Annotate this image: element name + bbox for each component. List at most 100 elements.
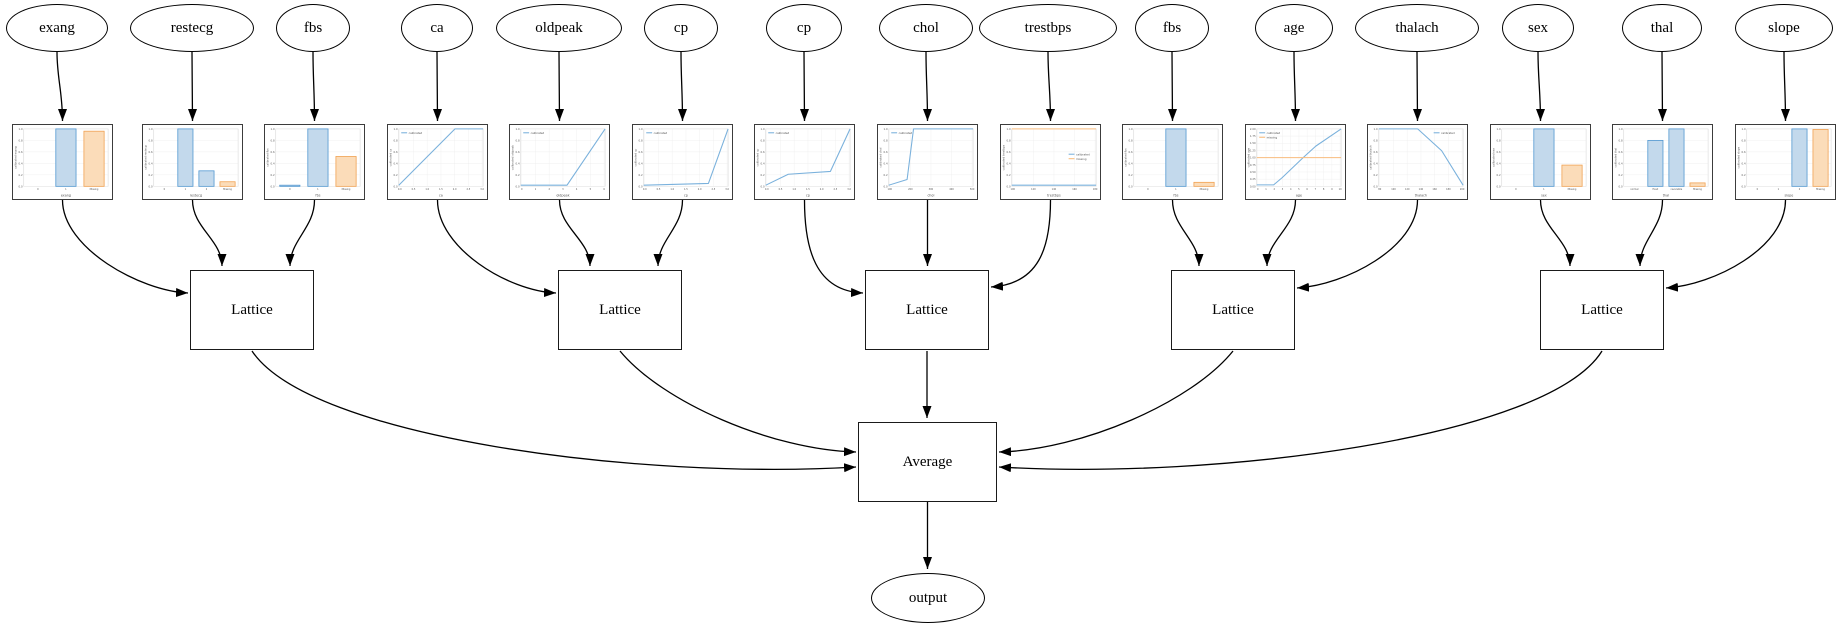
svg-text:0.2: 0.2 (761, 173, 765, 177)
feature-label: slope (1768, 19, 1800, 36)
svg-text:0.6: 0.6 (884, 150, 888, 154)
svg-text:calibrated: calibrated (899, 131, 913, 135)
svg-text:0.4: 0.4 (1497, 161, 1501, 165)
svg-text:missing: missing (1076, 157, 1087, 161)
lattice-node-1: Lattice (190, 270, 314, 350)
svg-text:calibrated exang: calibrated exang (13, 146, 17, 169)
feature-label: thal (1650, 19, 1674, 36)
svg-text:calibrated: calibrated (776, 131, 790, 135)
svg-text:calibrated trestbps: calibrated trestbps (1001, 144, 1005, 170)
svg-text:1: 1 (535, 188, 537, 191)
svg-text:10: 10 (1339, 188, 1342, 191)
feature-label: thalach (1395, 19, 1439, 36)
svg-text:0.0: 0.0 (761, 184, 765, 188)
svg-text:0.8: 0.8 (761, 138, 765, 142)
feature-node-cp-6: cp (766, 4, 842, 52)
svg-text:thalach: thalach (1415, 194, 1427, 198)
svg-text:0.8: 0.8 (19, 138, 23, 142)
svg-text:0.0: 0.0 (1497, 184, 1501, 188)
svg-text:200: 200 (1460, 188, 1465, 191)
svg-text:0.8: 0.8 (1619, 138, 1623, 142)
svg-text:0.0: 0.0 (1129, 184, 1133, 188)
svg-text:calibrated: calibrated (409, 131, 423, 135)
svg-text:2: 2 (1273, 188, 1275, 191)
svg-text:1.0: 1.0 (1619, 127, 1623, 131)
svg-text:calibrated fbs: calibrated fbs (1123, 148, 1127, 167)
svg-text:calibrated ca: calibrated ca (388, 148, 392, 166)
svg-text:calibrated thal: calibrated thal (1613, 148, 1617, 168)
svg-text:1.0: 1.0 (1007, 127, 1011, 131)
svg-text:calibrated oldpeak: calibrated oldpeak (510, 145, 514, 171)
svg-text:0.25: 0.25 (1250, 177, 1256, 181)
svg-text:0.2: 0.2 (19, 173, 23, 177)
svg-text:calibrated chol: calibrated chol (878, 147, 882, 167)
svg-text:Missing: Missing (1693, 188, 1702, 191)
svg-text:calibrated cp: calibrated cp (633, 149, 637, 167)
svg-text:calibrated cp: calibrated cp (755, 149, 759, 167)
svg-text:160: 160 (1432, 188, 1437, 191)
svg-text:calibrated: calibrated (531, 131, 545, 135)
svg-text:160: 160 (1072, 188, 1077, 191)
svg-text:1.5: 1.5 (806, 188, 810, 191)
feature-label: trestbps (1024, 19, 1072, 36)
svg-text:1: 1 (1265, 188, 1267, 191)
svg-text:0.5: 0.5 (412, 188, 416, 191)
svg-text:8: 8 (1323, 188, 1325, 191)
svg-text:Missing: Missing (1568, 188, 1577, 191)
svg-text:1.0: 1.0 (1129, 127, 1133, 131)
svg-text:0.0: 0.0 (1007, 184, 1011, 188)
svg-text:2: 2 (1799, 188, 1801, 191)
svg-text:0.2: 0.2 (1374, 173, 1378, 177)
svg-text:1.0: 1.0 (1497, 127, 1501, 131)
svg-text:0.8: 0.8 (516, 138, 520, 142)
svg-text:restecg: restecg (190, 194, 202, 198)
svg-text:0.8: 0.8 (884, 138, 888, 142)
svg-text:Missing: Missing (1200, 188, 1209, 191)
svg-text:0.6: 0.6 (394, 150, 398, 154)
svg-text:Missing: Missing (223, 188, 232, 191)
svg-text:3.0: 3.0 (480, 188, 484, 191)
svg-text:calibrated fbs: calibrated fbs (265, 148, 269, 167)
svg-text:0.2: 0.2 (884, 173, 888, 177)
svg-text:2.0: 2.0 (453, 188, 457, 191)
svg-text:0.6: 0.6 (1374, 150, 1378, 154)
svg-text:180: 180 (1093, 188, 1098, 191)
svg-text:0.2: 0.2 (639, 173, 643, 177)
svg-text:2.0: 2.0 (820, 188, 824, 191)
svg-text:100: 100 (888, 188, 893, 191)
svg-text:1.0: 1.0 (394, 127, 398, 131)
svg-text:1: 1 (1778, 188, 1780, 191)
svg-text:0.4: 0.4 (1374, 161, 1378, 165)
svg-text:0.6: 0.6 (149, 150, 153, 154)
svg-text:calibrated slope: calibrated slope (1736, 146, 1740, 168)
svg-text:2.5: 2.5 (712, 188, 716, 191)
svg-text:fixed: fixed (1653, 188, 1659, 191)
svg-text:0.0: 0.0 (1619, 184, 1623, 188)
output-node: output (871, 573, 985, 623)
svg-text:0.0: 0.0 (1742, 184, 1746, 188)
svg-text:Missing: Missing (342, 188, 351, 191)
svg-text:140: 140 (1052, 188, 1057, 191)
feature-node-exang-0: exang (6, 4, 108, 52)
feature-label: ca (430, 19, 444, 36)
lattice-node-2: Lattice (558, 270, 682, 350)
svg-text:0.8: 0.8 (1007, 138, 1011, 142)
svg-text:age: age (1296, 194, 1302, 198)
svg-text:0.4: 0.4 (19, 161, 23, 165)
average-node: Average (858, 422, 997, 502)
svg-text:0.8: 0.8 (394, 138, 398, 142)
svg-text:exang: exang (61, 194, 71, 198)
svg-text:0.6: 0.6 (516, 150, 520, 154)
svg-text:calibrated sex: calibrated sex (1491, 148, 1495, 167)
svg-text:0.4: 0.4 (1007, 161, 1011, 165)
svg-text:1: 1 (1175, 188, 1177, 191)
svg-text:0.2: 0.2 (1129, 173, 1133, 177)
output-label: output (908, 589, 948, 606)
